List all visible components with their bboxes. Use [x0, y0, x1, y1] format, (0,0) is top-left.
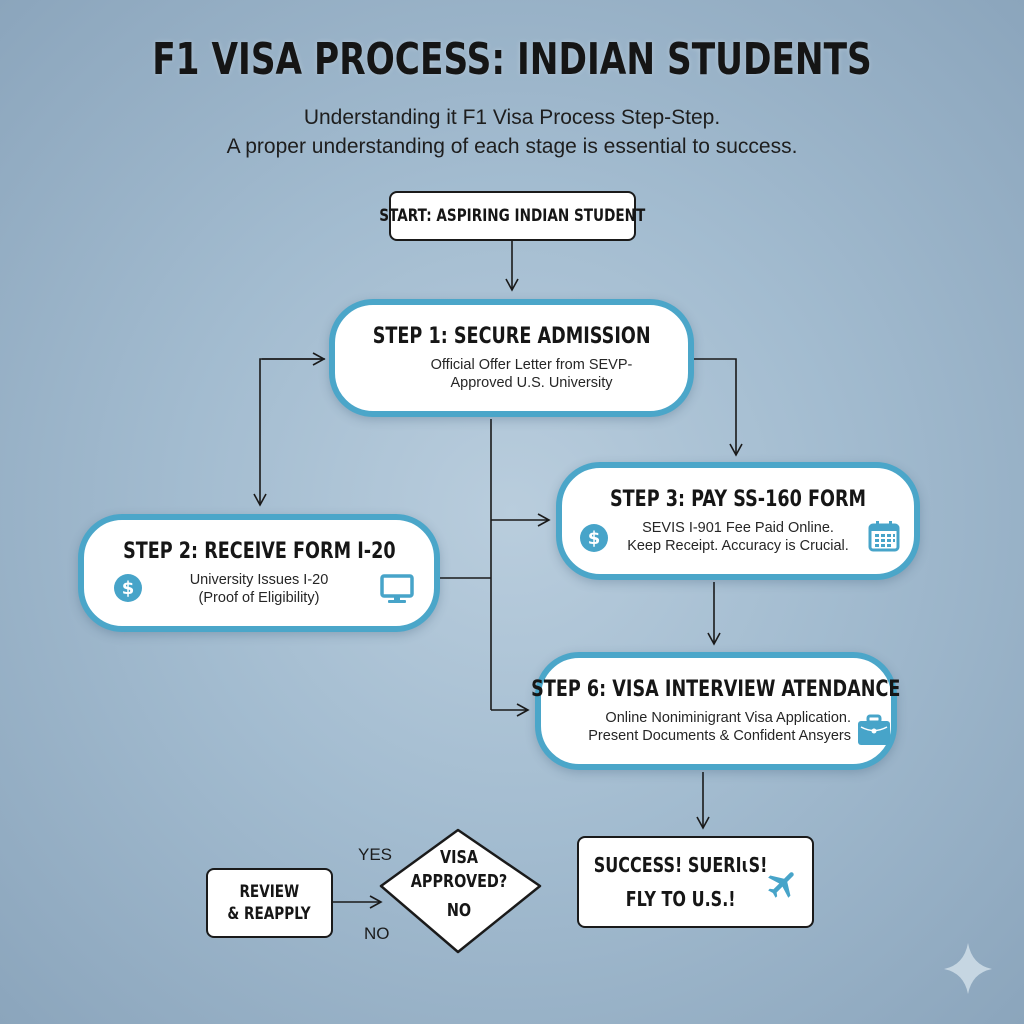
briefcase-icon	[858, 714, 890, 745]
step2-node: STEP 2: RECEIVE FORM I-20 University Iss…	[78, 514, 440, 632]
step6-node: STEP 6: VISA INTERVIEW ATENDANCE Online …	[531, 652, 901, 770]
step3-line1: SEVIS I-901 Fee Paid Online.	[642, 520, 834, 537]
step1-line2: Approved U.S. University	[450, 374, 613, 391]
review-line1: REVIEW	[239, 881, 300, 902]
step1-description: Official Offer Letter from SEVP- Approve…	[391, 357, 633, 392]
step3-title: STEP 3: PAY SS-160 FORM	[609, 487, 867, 513]
step1-node: STEP 1: SECURE ADMISSION Official Offer …	[329, 299, 694, 417]
step1-line1: Official Offer Letter from SEVP-	[430, 357, 633, 374]
dollar-icon: $	[114, 574, 142, 602]
dollar-icon: $	[580, 524, 608, 552]
yes-label: YES	[358, 845, 393, 864]
airplane-icon	[768, 872, 794, 898]
step6-line1: Online Noniminigrant Visa Application.	[605, 710, 851, 727]
subtitle-line-1: Understanding it F1 Visa Process Step-St…	[303, 106, 721, 129]
decision-line1: VISA	[439, 847, 479, 868]
success-line1: SUCCESS! SUERIɩS!	[593, 853, 768, 877]
decision-text: VISA APPROVED? NO	[384, 846, 534, 923]
start-node: START: ASPIRING INDIAN STUDENT	[379, 191, 646, 241]
step3-description: SEVIS I-901 Fee Paid Online. Keep Receip…	[627, 520, 849, 555]
sparkle-icon	[944, 943, 992, 994]
page-title: F1 VISA PROCESS: INDIAN STUDENTS	[152, 34, 872, 85]
review-node: REVIEW & REAPPLY	[206, 868, 333, 938]
connector-step1-step3	[694, 358, 743, 457]
step2-line2: (Proof of Eligibility)	[198, 589, 320, 606]
success-line2: FLY TO U.S.!	[625, 887, 736, 911]
step3-node: STEP 3: PAY SS-160 FORM SEVIS I-901 Fee …	[556, 462, 920, 580]
connector-step1-step2	[253, 358, 325, 507]
step3-line2: Keep Receipt. Accuracy is Crucial.	[627, 537, 849, 554]
decision-line3: NO	[446, 899, 472, 921]
success-node: SUCCESS! SUERIɩS! FLY TO U.S.!	[577, 836, 814, 928]
subtitle-line-2: A proper understanding of each stage is …	[226, 135, 798, 158]
no-label: NO	[364, 924, 390, 943]
step6-title: STEP 6: VISA INTERVIEW ATENDANCE	[531, 677, 901, 703]
calendar-icon	[868, 521, 900, 552]
step1-title: STEP 1: SECURE ADMISSION	[372, 324, 651, 350]
decision-line2: APPROVED?	[410, 871, 508, 893]
step2-description: University Issues I-20 (Proof of Eligibi…	[190, 572, 329, 607]
review-line2: & REAPPLY	[227, 904, 312, 924]
step2-line1: University Issues I-20	[189, 572, 329, 589]
step6-line2: Present Documents & Confident Ansyers	[588, 727, 851, 744]
step6-description: Online Noniminigrant Visa Application. P…	[541, 710, 891, 745]
step2-title: STEP 2: RECEIVE FORM I-20	[122, 539, 396, 565]
monitor-icon	[380, 574, 414, 603]
start-label: START: ASPIRING INDIAN STUDENT	[379, 206, 646, 226]
